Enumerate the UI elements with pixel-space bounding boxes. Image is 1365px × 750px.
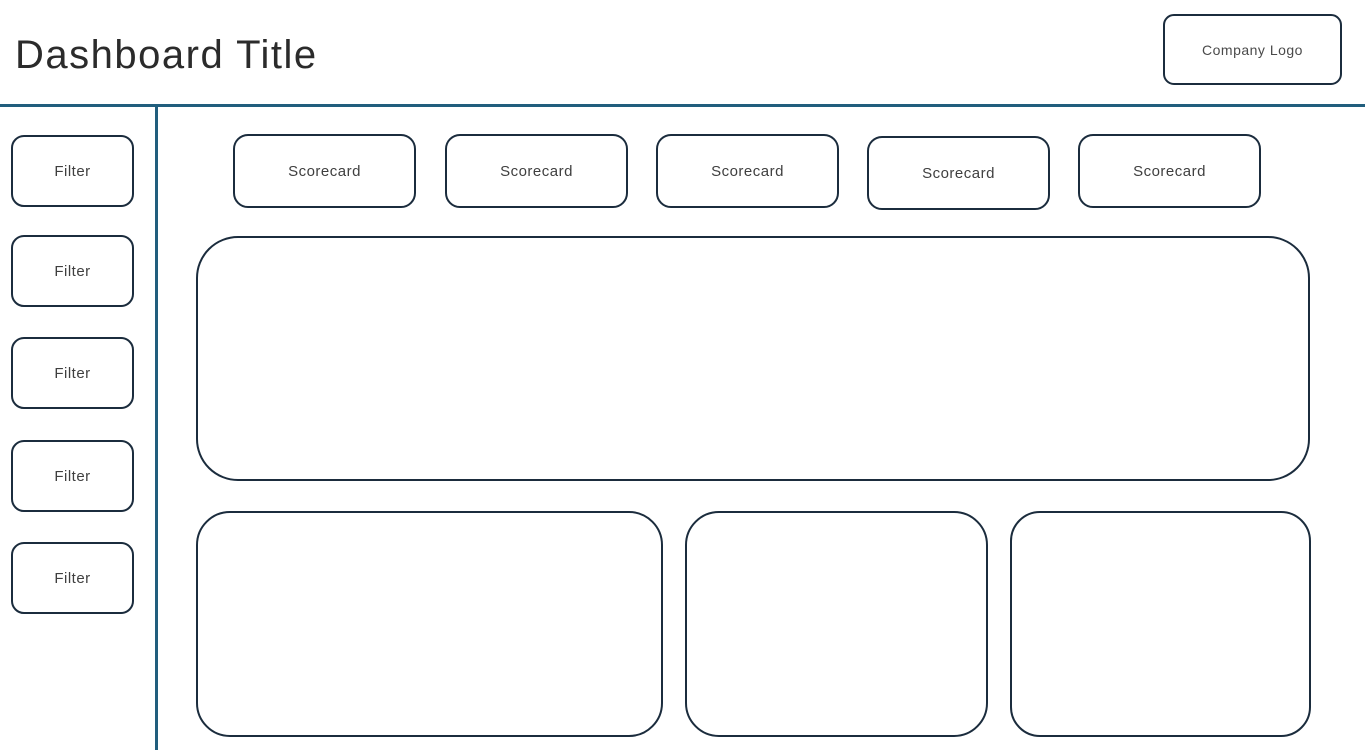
filter-label: Filter: [54, 467, 91, 485]
scorecard-4: Scorecard: [867, 136, 1050, 210]
header-divider: [0, 104, 1365, 107]
scorecard-label: Scorecard: [1133, 162, 1206, 180]
company-logo: Company Logo: [1163, 14, 1342, 85]
filter-box-1[interactable]: Filter: [11, 135, 134, 207]
sidebar-divider: [155, 107, 158, 750]
panel-placeholder-3: [1010, 511, 1311, 737]
filter-box-4[interactable]: Filter: [11, 440, 134, 512]
scorecard-2: Scorecard: [445, 134, 628, 208]
scorecard-1: Scorecard: [233, 134, 416, 208]
chart-placeholder: [196, 236, 1310, 481]
filter-label: Filter: [54, 262, 91, 280]
company-logo-label: Company Logo: [1202, 41, 1303, 58]
filter-label: Filter: [54, 162, 91, 180]
filter-box-2[interactable]: Filter: [11, 235, 134, 307]
scorecard-5: Scorecard: [1078, 134, 1261, 208]
scorecard-3: Scorecard: [656, 134, 839, 208]
scorecard-label: Scorecard: [500, 162, 573, 180]
filter-label: Filter: [54, 364, 91, 382]
filter-label: Filter: [54, 569, 91, 587]
page-title: Dashboard Title: [15, 33, 318, 77]
scorecard-label: Scorecard: [288, 162, 361, 180]
panel-placeholder-1: [196, 511, 663, 737]
panel-placeholder-2: [685, 511, 988, 737]
filter-box-5[interactable]: Filter: [11, 542, 134, 614]
scorecard-label: Scorecard: [711, 162, 784, 180]
filter-box-3[interactable]: Filter: [11, 337, 134, 409]
scorecard-label: Scorecard: [922, 164, 995, 182]
